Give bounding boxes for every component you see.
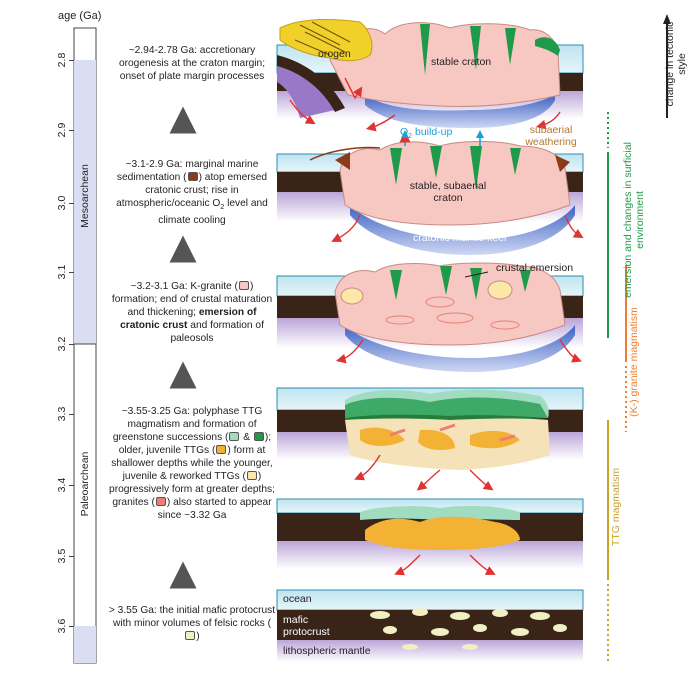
stage-desc-ttg: ~3.55-3.25 Ga: polyphase TTG magmatism a… xyxy=(109,406,275,521)
legend-swatch xyxy=(185,631,196,640)
axis-tick-mark xyxy=(69,626,74,627)
stage-desc-orogen: ~2.94-2.78 Ga: accretionary orogenesis a… xyxy=(118,45,266,82)
right-indicator-bars xyxy=(607,14,671,662)
label-kgranite-magmatism: (K-) granite magmatism xyxy=(628,307,640,417)
axis-tick-mark xyxy=(69,203,74,204)
axis-tick-mark xyxy=(69,272,74,273)
axis-tick-label: 3.0 xyxy=(56,195,68,211)
stage-desc-marine: ~3.1-2.9 Ga: marginal marine sedimentati… xyxy=(116,159,268,227)
legend-swatch xyxy=(216,445,227,454)
legend-swatch xyxy=(253,432,264,441)
legend-swatch xyxy=(238,281,249,290)
label-ocean: ocean xyxy=(283,593,312,605)
axis-tick-mark xyxy=(69,485,74,486)
legend-swatch xyxy=(246,471,257,480)
axis-tick-label: 3.1 xyxy=(56,264,68,280)
legend-swatch xyxy=(229,432,240,441)
axis-tick-label: 3.6 xyxy=(56,618,68,634)
label-stable-craton: stable craton xyxy=(431,56,492,68)
eoarchean-band xyxy=(74,626,96,663)
panel-emersion-stage xyxy=(276,262,584,372)
stage-desc-protocrust: > 3.55 Ga: the initial mafic protocrust … xyxy=(108,605,276,642)
axis-tick-mark xyxy=(69,556,74,557)
stage-desc-kgranite: ~3.2-3.1 Ga: K-granite () formation; end… xyxy=(111,281,273,344)
legend-swatch xyxy=(155,497,166,506)
label-mafic-protocrust: mafic protocrust xyxy=(283,614,330,638)
axis-tick-label: 3.5 xyxy=(56,548,68,564)
label-orogen: orogen xyxy=(318,48,351,60)
axis-tick-label: 2.8 xyxy=(56,52,68,68)
panel-early-ttg-stage xyxy=(276,498,584,576)
label-ttg-magmatism: TTG magmatism xyxy=(610,467,622,547)
label-surficial-environment: emersion and changes in surficial enviro… xyxy=(622,142,646,298)
axis-tick-mark xyxy=(69,60,74,61)
label-cratonic-mantle-keel: cratonic mantle keel xyxy=(413,232,507,244)
mesoarchean-band xyxy=(74,60,96,344)
panel-orogen-stage xyxy=(276,19,584,132)
axis-tick-mark xyxy=(69,130,74,131)
axis-tick-label: 3.4 xyxy=(56,477,68,493)
panel-protocrust-stage xyxy=(276,589,584,662)
era-mesoarchean: Mesoarchean xyxy=(79,164,91,228)
axis-tick-label: 2.9 xyxy=(56,122,68,138)
axis-tick-label: 3.3 xyxy=(56,406,68,422)
panel-subaerial-craton-stage xyxy=(276,130,584,255)
panel-ttg-stage xyxy=(276,387,584,491)
era-paleoarchean: Paleoarchean xyxy=(79,451,91,517)
label-lithospheric-mantle: lithospheric mantle xyxy=(283,645,371,657)
axis-title: age (Ga) xyxy=(58,10,102,22)
axis-tick-label: 3.2 xyxy=(56,336,68,352)
label-crustal-emersion: crustal emersion xyxy=(496,262,574,274)
axis-tick-mark xyxy=(69,414,74,415)
label-subaerial-weathering: subaerial weathering xyxy=(525,124,577,148)
label-tectonic-style: change in tectonic style xyxy=(664,21,688,107)
axis-tick-mark xyxy=(69,344,74,345)
age-axis xyxy=(73,27,97,664)
legend-swatch xyxy=(187,172,198,181)
label-stable-subaerial-craton: stable, subaerial craton xyxy=(409,180,487,204)
label-o2-buildup: O2 build-up xyxy=(400,126,453,141)
